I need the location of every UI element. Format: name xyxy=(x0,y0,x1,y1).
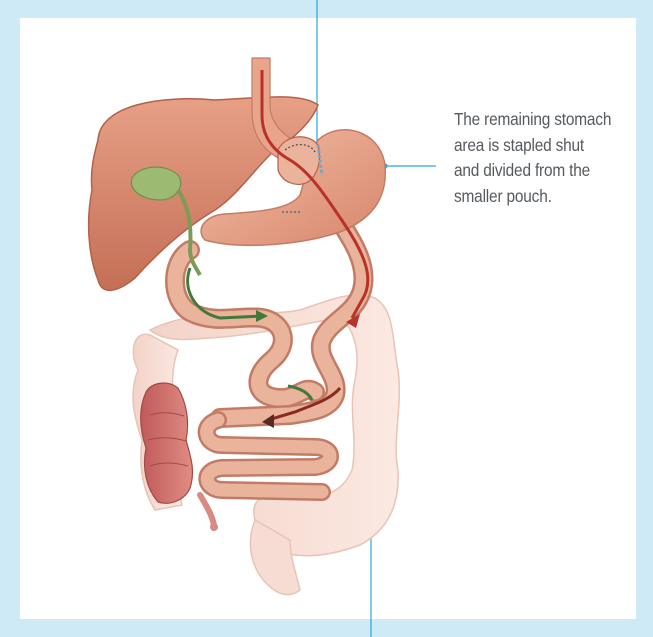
rectum xyxy=(141,383,218,531)
callout-line-2: area is stapled shut xyxy=(454,133,630,159)
liver xyxy=(89,97,318,290)
callout-line-1: The remaining stomach xyxy=(454,107,630,133)
callout-line-3: and divided from the xyxy=(454,158,630,184)
stomach-pouch xyxy=(278,137,320,185)
stomach-callout-text: The remaining stomach area is stapled sh… xyxy=(454,107,630,209)
callout-line-4: smaller pouch. xyxy=(454,184,630,210)
